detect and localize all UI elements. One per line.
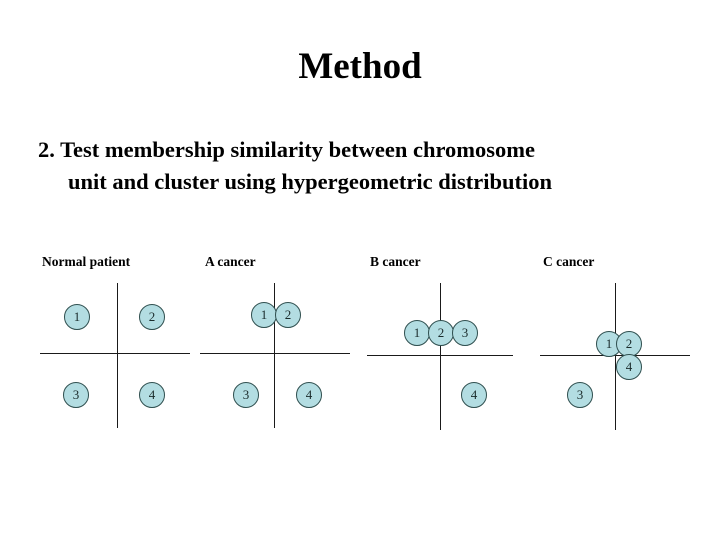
cluster-node-a-cancer-3: 3 (233, 382, 259, 408)
cluster-node-b-cancer-3: 3 (452, 320, 478, 346)
cluster-node-normal-patient-4: 4 (139, 382, 165, 408)
cluster-node-b-cancer-1: 1 (404, 320, 430, 346)
cluster-node-a-cancer-2: 2 (275, 302, 301, 328)
panel-label-normal-patient: Normal patient (42, 254, 131, 269)
cluster-node-c-cancer-4: 4 (616, 354, 642, 380)
cluster-node-b-cancer-2: 2 (428, 320, 454, 346)
slide-body: 2. Test membership similarity between ch… (38, 134, 698, 198)
page-title: Method (298, 46, 422, 87)
body-line-2: unit and cluster using hypergeometric di… (68, 168, 552, 194)
axis-vertical-b-cancer (440, 283, 441, 430)
cluster-node-a-cancer-4: 4 (296, 382, 322, 408)
axis-vertical-c-cancer (615, 283, 616, 430)
body-line-1: 2. Test membership similarity between ch… (38, 137, 536, 162)
cluster-node-normal-patient-1: 1 (64, 304, 90, 330)
panel-label-a-cancer: A cancer (205, 254, 256, 269)
cluster-node-b-cancer-4: 4 (461, 382, 487, 408)
axis-horizontal-a-cancer (200, 353, 350, 354)
axis-vertical-normal-patient (117, 283, 118, 428)
cluster-node-a-cancer-1: 1 (251, 302, 277, 328)
cluster-node-normal-patient-3: 3 (63, 382, 89, 408)
axis-vertical-a-cancer (274, 283, 275, 428)
cluster-node-normal-patient-2: 2 (139, 304, 165, 330)
panel-label-b-cancer: B cancer (370, 254, 421, 269)
panel-label-c-cancer: C cancer (543, 254, 595, 269)
axis-horizontal-normal-patient (40, 353, 190, 354)
cluster-node-c-cancer-3: 3 (567, 382, 593, 408)
